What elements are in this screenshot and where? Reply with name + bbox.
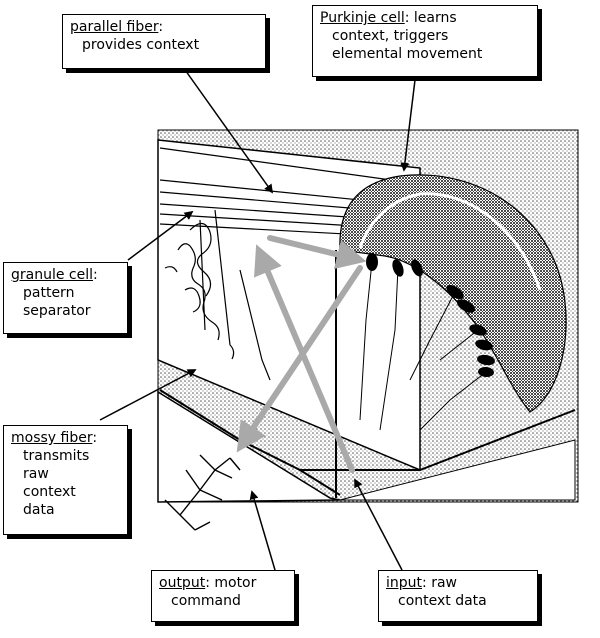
mossy-fiber-desc-3: context (23, 484, 76, 500)
output-desc-2: command (171, 593, 241, 609)
signal-arrows (236, 235, 367, 473)
purkinje-cell-desc-2: context, triggers (332, 28, 449, 44)
mossy-fiber-desc-4: data (23, 502, 55, 518)
callout-purkinje-cell: Purkinje cell: learns context, triggers … (312, 5, 538, 77)
mossy-fiber-terminal (164, 454, 241, 531)
callout-input: input: raw context data (378, 570, 538, 622)
purkinje-cell-desc-3: elemental movement (332, 46, 483, 62)
granule-cell (164, 209, 271, 381)
input-desc-1: raw (431, 575, 457, 591)
input-title: input (386, 575, 423, 591)
axon-lines (159, 250, 576, 498)
purkinje-cell-desc-1: learns (413, 10, 457, 26)
purkinje-cell (339, 174, 567, 431)
granule-cell-title: granule cell (11, 267, 94, 283)
input-desc-2: context data (398, 593, 487, 609)
callout-granule-cell: granule cell: pattern separator (3, 262, 128, 334)
parallel-fiber-title: parallel fiber (70, 19, 159, 35)
parallel-fiber-desc: provides context (82, 37, 200, 53)
callout-parallel-fiber: parallel fiber: provides context (62, 14, 266, 69)
purkinje-cell-title: Purkinje cell (320, 10, 405, 26)
output-title: output (159, 575, 206, 591)
callout-mossy-fiber: mossy fiber: transmits raw context data (3, 425, 128, 535)
mossy-fiber-desc-2: raw (23, 466, 49, 482)
callout-output: output: motor command (151, 570, 295, 622)
output-desc-1: motor (214, 575, 257, 591)
mossy-fiber-desc-1: transmits (23, 448, 90, 464)
mossy-fiber-title: mossy fiber (11, 430, 93, 446)
granule-cell-desc-1: pattern (23, 285, 75, 301)
granule-cell-desc-2: separator (23, 303, 91, 319)
pointer-lines (99, 59, 416, 571)
